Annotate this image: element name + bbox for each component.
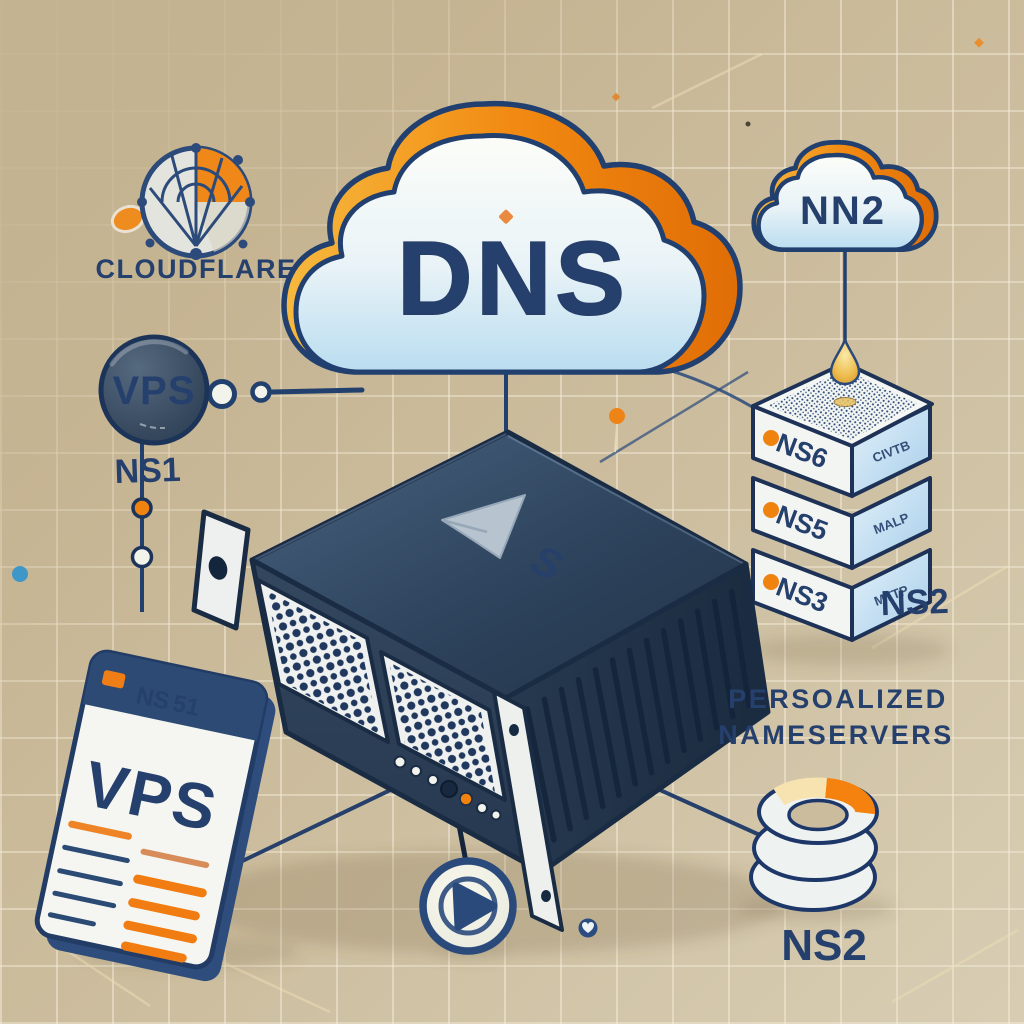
play-icon [452, 882, 498, 931]
stack-caption: NS2 [880, 582, 949, 623]
vent-slat [626, 647, 655, 776]
rings-caption: NS2 [781, 921, 867, 970]
cloud-sparkle-icon [499, 209, 513, 224]
stack-mesh-top [751, 361, 934, 448]
server-grille [256, 578, 390, 744]
vent-slat [592, 667, 622, 798]
vps-badge-label: VPS [112, 369, 195, 413]
dark-speck [745, 121, 751, 127]
server-endcap [492, 690, 564, 932]
server-led [476, 802, 488, 814]
nameserver-slab: NS5 MALP [751, 476, 932, 570]
server-led-orange [459, 792, 473, 806]
connector-node [207, 379, 237, 409]
connector-node [250, 381, 272, 403]
personalized-caption: PERSOALIZED NAMESERVERS [718, 684, 954, 750]
secondary-cloud-label: NN2 [800, 189, 886, 233]
vent-slat [660, 627, 687, 754]
cloudflare-label: CLOUDFLARE [96, 254, 297, 284]
vent-slat [728, 588, 752, 709]
vent-slat [694, 608, 720, 731]
caption-line2: NAMESERVERS [718, 720, 954, 750]
blue-dot [12, 566, 28, 582]
card-header-number: 51 [170, 690, 202, 722]
card-header-chip-icon [101, 670, 126, 689]
caption-line1: PERSOALIZED [728, 684, 948, 714]
vps-card: NS 51 VPS [34, 649, 276, 982]
vent-slat [643, 637, 671, 765]
card-header [82, 652, 266, 741]
vps-badge: VPS [98, 334, 210, 446]
server-chassis: S [191, 429, 771, 932]
dns-label: DNS [397, 221, 629, 337]
heart-blob-icon [578, 918, 598, 938]
server-led-row [393, 755, 502, 821]
droplet-icon [829, 338, 861, 386]
nameserver-slab: NS3 MTTP [751, 548, 932, 642]
orange-node [609, 408, 625, 424]
server-side-vents [524, 588, 752, 843]
vent-slat [558, 686, 590, 821]
vent-slat [711, 598, 736, 720]
secondary-cloud: NN2 [751, 139, 939, 344]
vent-slat [541, 696, 573, 832]
server-knob [440, 780, 458, 798]
vps-connector [207, 379, 365, 409]
card-text-lines-right [121, 848, 210, 963]
vent-slat [524, 706, 557, 843]
database-rings-icon [749, 777, 879, 912]
orange-node [131, 497, 153, 519]
white-node [130, 545, 154, 569]
server-grille [379, 650, 507, 802]
server-led [393, 755, 407, 769]
server-led [410, 765, 422, 777]
ns1-connector [130, 442, 154, 612]
sparkle-icon [974, 37, 984, 48]
vent-slat [609, 657, 639, 787]
nameserver-stack: NS3 MTTP NS5 MALP NS6 CIVTB [751, 338, 934, 642]
dns-cloud: DNS [281, 100, 743, 456]
vent-slat [677, 618, 704, 742]
server-led [490, 809, 502, 821]
card-text-lines-left [47, 820, 132, 927]
sparkle-icon [611, 92, 621, 102]
ns1-label: NS1 [114, 451, 181, 491]
vent-slat [575, 676, 606, 810]
server-led [427, 774, 439, 786]
cloudflare-logo-icon [110, 143, 255, 260]
play-medallion [419, 857, 517, 955]
